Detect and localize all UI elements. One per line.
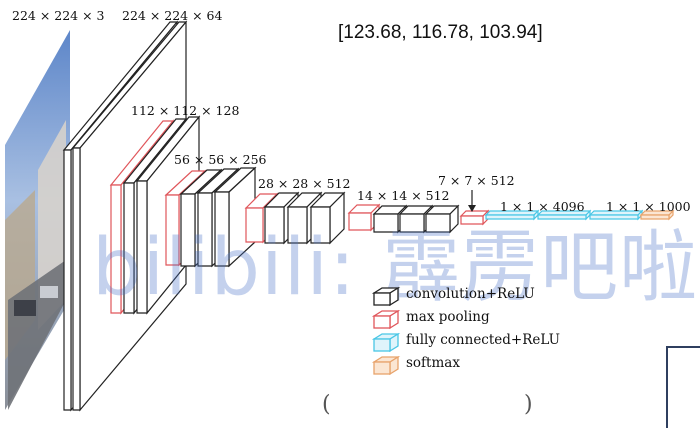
fc8-front bbox=[589, 214, 639, 220]
legend-swatch-conv bbox=[372, 286, 401, 307]
label-output-size: 1 × 1 × 1000 bbox=[606, 199, 691, 214]
vgg-diagram: [123.68, 116.78, 103.94] 224 × 224 × 3 2… bbox=[5, 8, 700, 428]
conv5-c-front bbox=[425, 213, 451, 233]
conv3-c-front bbox=[214, 191, 230, 267]
legend-swatch-softmax bbox=[372, 355, 401, 376]
paren-left: ( bbox=[322, 392, 331, 417]
label-conv2-size: 112 × 112 × 128 bbox=[131, 103, 240, 118]
conv5-b-front bbox=[399, 213, 425, 233]
conv4-c-front bbox=[310, 206, 331, 244]
pool1-front bbox=[110, 184, 122, 314]
pool3-front bbox=[245, 207, 264, 243]
legend-label-conv: convolution+ReLU bbox=[406, 286, 535, 302]
legend-swatch-pool bbox=[372, 309, 401, 330]
mean-values: [123.68, 116.78, 103.94] bbox=[338, 22, 543, 43]
legend-label-fc: fully connected+ReLU bbox=[406, 332, 560, 348]
fc6-front bbox=[485, 214, 535, 220]
label-input-size: 224 × 224 × 3 bbox=[12, 8, 105, 23]
label-conv3-size: 56 × 56 × 256 bbox=[174, 152, 267, 167]
conv1-b-front bbox=[72, 147, 81, 411]
legend-swatch-fc bbox=[372, 332, 401, 353]
conv1-a-front bbox=[63, 149, 72, 411]
conv2-a-front bbox=[123, 182, 135, 314]
label-conv5-size: 14 × 14 × 512 bbox=[357, 188, 450, 203]
fc7-front bbox=[537, 214, 587, 220]
conv3-b-front bbox=[197, 192, 213, 267]
softmax-front bbox=[640, 214, 670, 220]
conv4-b-front bbox=[287, 206, 308, 244]
corner-frame bbox=[666, 346, 700, 428]
pool2-front bbox=[165, 194, 180, 266]
conv5-a-front bbox=[373, 213, 399, 233]
conv3-a-front bbox=[180, 193, 196, 267]
input-image bbox=[5, 30, 70, 410]
network-figure bbox=[5, 20, 675, 412]
paren-right: ) bbox=[524, 392, 533, 417]
pool4-front bbox=[348, 212, 372, 231]
pool5-arrow-head bbox=[468, 205, 476, 212]
legend-label-softmax: softmax bbox=[406, 355, 460, 371]
conv4-a-front bbox=[264, 206, 285, 244]
label-fc-size: 1 × 1 × 4096 bbox=[500, 199, 585, 214]
legend-label-pool: max pooling bbox=[406, 309, 490, 325]
conv2-b-front bbox=[136, 180, 148, 314]
label-conv1-size: 224 × 224 × 64 bbox=[122, 8, 223, 23]
label-pool5-size: 7 × 7 × 512 bbox=[438, 173, 515, 188]
label-conv4-size: 28 × 28 × 512 bbox=[258, 176, 351, 191]
pool5-front bbox=[460, 215, 484, 225]
